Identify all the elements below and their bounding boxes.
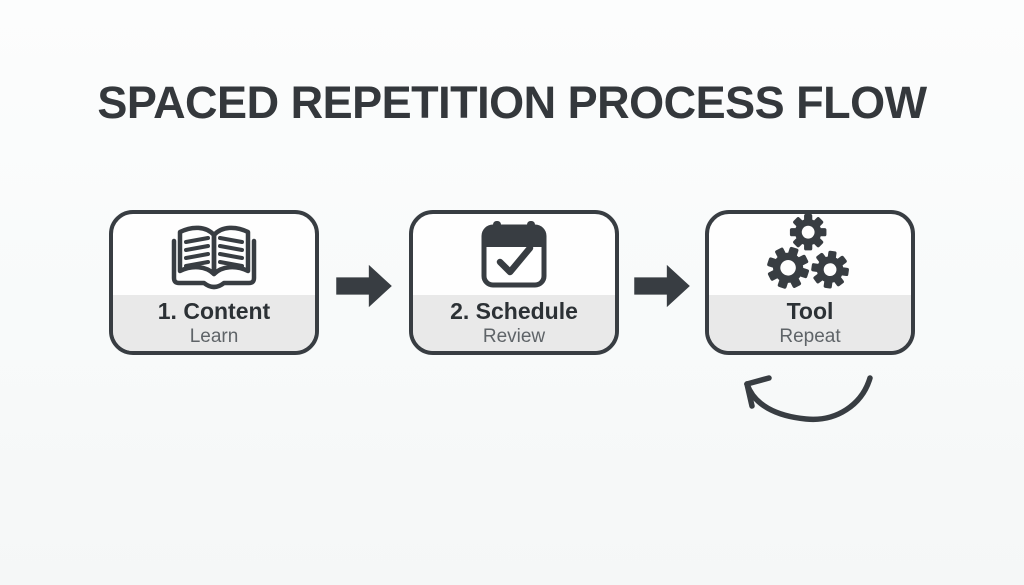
gears-icon bbox=[767, 214, 849, 289]
page-title: SPACED REPETITION PROCESS FLOW bbox=[97, 77, 927, 128]
right-arrow-icon bbox=[634, 264, 690, 308]
step-box-content: 1. Content Learn bbox=[109, 210, 319, 355]
step-icon-area bbox=[709, 214, 911, 296]
step-icon-area bbox=[413, 214, 615, 296]
step-label-band: 2. Schedule Review bbox=[413, 295, 615, 351]
step-box-tool: Tool Repeat bbox=[705, 210, 915, 355]
step-icon-area bbox=[113, 214, 315, 296]
step-sublabel: Review bbox=[482, 326, 546, 347]
right-arrow-icon bbox=[336, 264, 392, 308]
step-sublabel: Learn bbox=[189, 326, 239, 347]
step-label: 2. Schedule bbox=[450, 298, 578, 324]
step-sublabel: Repeat bbox=[779, 326, 841, 347]
open-book-icon bbox=[171, 225, 257, 290]
loop-arrow-icon bbox=[744, 375, 873, 423]
calendar-check-icon bbox=[481, 221, 547, 288]
step-label: 1. Content bbox=[157, 298, 271, 324]
step-label-band: 1. Content Learn bbox=[113, 295, 315, 351]
step-label-band: Tool Repeat bbox=[709, 295, 911, 351]
step-label: Tool bbox=[786, 298, 834, 324]
step-box-schedule: 2. Schedule Review bbox=[409, 210, 619, 355]
